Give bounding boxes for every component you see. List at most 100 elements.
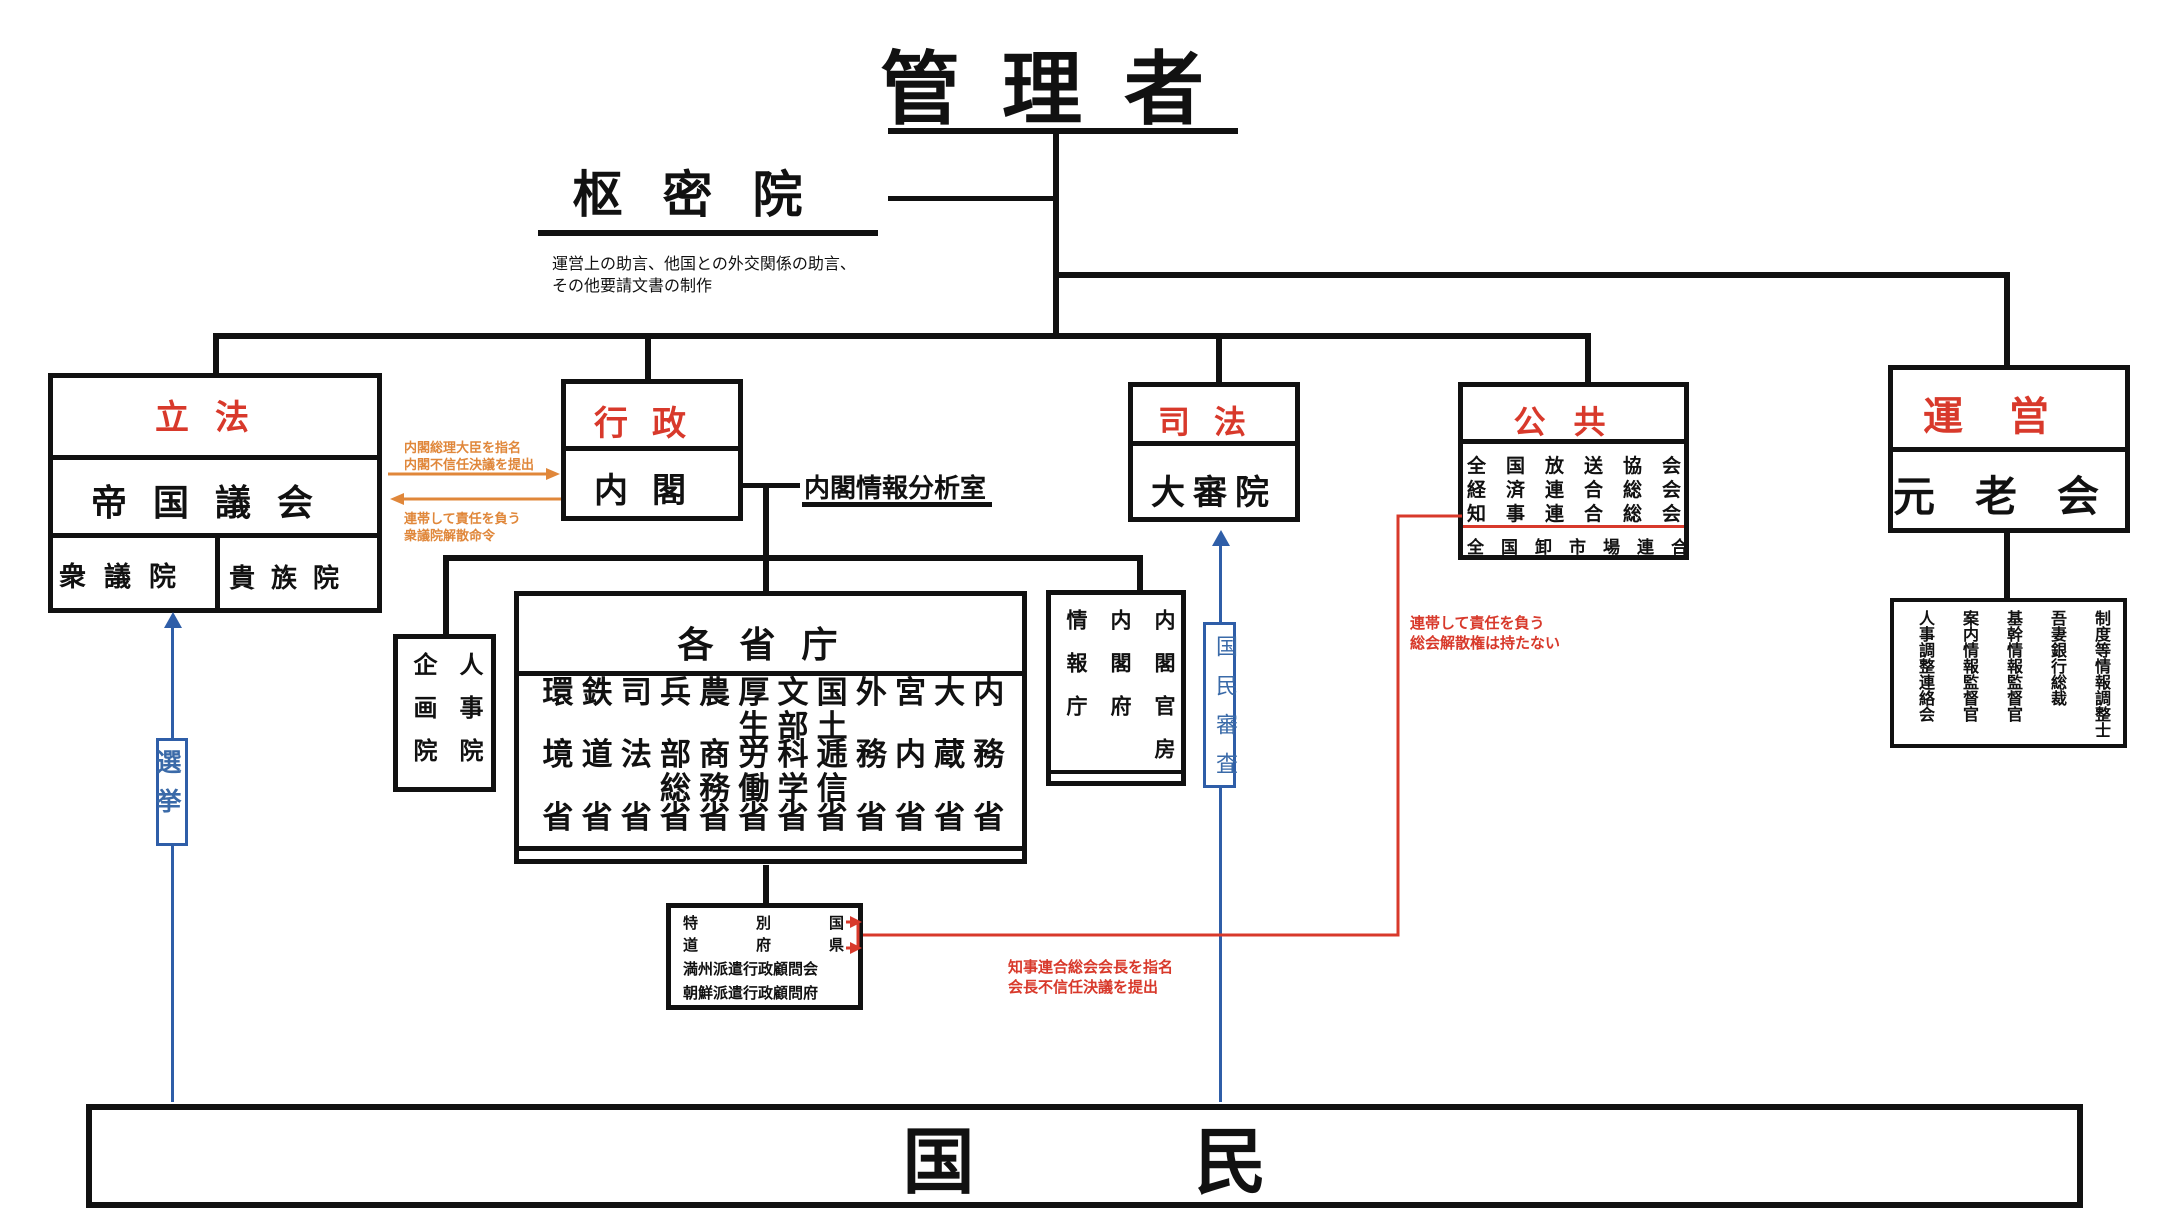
ministry-name-bot: 省 [542, 800, 574, 836]
ministry-name-mid: 境 [542, 737, 574, 773]
ministry-name-top: 国土 [816, 675, 848, 745]
ministry-name-bot: 省 [660, 800, 691, 836]
ministry-name-bot: 省 [777, 800, 809, 836]
ministry-name-mid: 労働 [738, 737, 770, 807]
special-to-public-note-1: 知事連合総会会長を指名 [1008, 958, 1174, 976]
operations-post: 吾妻銀行総裁 [2048, 610, 2067, 706]
ministry-name-top: 兵 [660, 675, 691, 711]
ministry-column: 司法省 [619, 676, 653, 846]
connector [213, 333, 1591, 339]
ministry-name-top: 大 [934, 675, 966, 711]
ministry-name-top: 内 [973, 675, 1005, 711]
council-of-elders: 元老会 [1893, 472, 2140, 521]
ministries-title: 各省庁 [677, 625, 864, 666]
connector [888, 128, 1238, 134]
connector [1137, 555, 1143, 591]
house-of-peers: 貴族院 [229, 564, 356, 594]
diet-to-cabinet-arrow [390, 493, 562, 505]
national-wholesale-market-union: 全国卸市場連合 [1467, 538, 1705, 558]
admin-title: 管理者 [880, 43, 1246, 136]
connector [443, 555, 449, 637]
operations-post: 案内情報監督官 [1960, 610, 1979, 722]
korea-advisory-office: 朝鮮派遣行政顧問府 [683, 984, 819, 1002]
ministry-name-mid: 商務 [699, 737, 731, 807]
cabinet-offices-box: 内閣官房内閣府情報庁 [1046, 590, 1186, 786]
ministry-name-bot: 省 [581, 800, 613, 836]
ministry-name-top: 鉄 [581, 675, 613, 711]
cabinet-office: 情報庁 [1064, 609, 1088, 738]
ministry-name-top: 司 [620, 675, 652, 711]
election-arrow-head [164, 612, 182, 628]
cabinet: 内閣 [594, 471, 710, 511]
ministry-name-mid: 蔵 [934, 737, 966, 773]
operations-post: 制度等情報調整士 [2092, 610, 2111, 738]
election-label-box: 選挙 [153, 738, 188, 846]
ministry-name-top: 環 [542, 675, 574, 711]
public-box: 公共 全国放送協会経済連合総会知事連合総会 全国卸市場連合 [1458, 382, 1689, 560]
divider [519, 671, 1022, 676]
connector [1216, 333, 1222, 385]
operations-box: 運営 元老会 [1888, 365, 2130, 533]
ministry-name-top: 厚生 [738, 675, 770, 745]
diet-to-cabinet-note-2: 衆議院解散命令 [404, 529, 496, 544]
public-to-special-note-1: 連帯して責任を負う [1410, 614, 1545, 632]
ministry-name-top: 宮 [895, 675, 926, 711]
personnel-agencies-box: 企画院 人事院 [393, 634, 496, 792]
public-body: 経済連合総会 [1467, 479, 1702, 501]
operations-post: 人事調整連絡会 [1916, 610, 1935, 722]
divider [1463, 439, 1684, 444]
public-bodies-list: 全国放送協会経済連合総会知事連合総会 [1467, 451, 1681, 525]
judiciary-box: 司法 大審院 [1128, 382, 1300, 522]
house-of-representatives: 衆議院 [59, 562, 194, 593]
manchuria-advisory-council: 満州派遣行政顧問会 [683, 960, 819, 978]
ministry-name-mid: 道 [581, 737, 613, 773]
connector [1053, 272, 2010, 278]
special-to-public-note-2: 会長不信任決議を提出 [1008, 978, 1159, 996]
executive-header: 行政 [594, 404, 710, 444]
cabinet-to-diet-note-2: 内閣不信任決議を提出 [404, 458, 535, 473]
special-line-1b: 道府県 [683, 936, 903, 954]
privy-council-note-1: 運営上の助言、他国との外交関係の助言、 [552, 254, 856, 273]
connector [1053, 133, 1059, 338]
divider [1133, 441, 1295, 446]
public-body: 知事連合総会 [1467, 503, 1702, 525]
ministry-name-mid: 内 [895, 737, 926, 773]
diet-to-cabinet-note-1: 連帯して責任を負う [404, 512, 521, 527]
supreme-court: 大審院 [1151, 473, 1277, 513]
divider [215, 533, 220, 613]
ministry-column: 内務省 [972, 676, 1006, 846]
privy-council-underline [538, 230, 878, 236]
divider [566, 446, 738, 451]
legislature-header: 立法 [155, 398, 275, 438]
connector [740, 483, 800, 488]
public-to-special-note-2: 総会解散権は持たない [1410, 634, 1561, 652]
ministry-column: 農商務省 [698, 676, 732, 846]
special-line-1a: 特別国 [683, 914, 903, 932]
ministry-name-mid: 務 [973, 737, 1005, 773]
ministry-name-bot: 省 [620, 800, 652, 836]
connector [2004, 533, 2010, 598]
ministry-column: 大蔵省 [933, 676, 967, 846]
connector [1585, 333, 1591, 385]
divider [519, 846, 1022, 851]
divider [53, 455, 377, 460]
cabinet-office: 内閣府 [1108, 609, 1132, 738]
ministry-name-bot: 省 [699, 800, 731, 836]
cabinet-offices-list: 内閣官房内閣府情報庁 [1051, 595, 1181, 781]
cabinet-office: 内閣官房 [1152, 609, 1176, 781]
judiciary-header: 司法 [1157, 403, 1270, 441]
connector [213, 333, 219, 376]
review-arrow-head [1212, 530, 1230, 546]
executive-box: 行政 内閣 [561, 379, 743, 521]
national-personnel-authority: 人事院 [455, 652, 483, 781]
ministry-name-bot: 省 [934, 800, 966, 836]
imperial-diet: 帝国議会 [90, 483, 339, 524]
ministry-column: 鉄道省 [580, 676, 614, 846]
connector [763, 483, 769, 593]
connector [2004, 272, 2010, 368]
election-label: 選挙 [153, 749, 182, 827]
ministries-grid: 環境省鉄道省司法省兵部総省農商務省厚生労働省文部科学省国土逓信省外務省宮内省大蔵… [541, 676, 1011, 846]
public-body: 全国放送協会 [1467, 455, 1702, 477]
people-title: 国民 [902, 1120, 1487, 1204]
